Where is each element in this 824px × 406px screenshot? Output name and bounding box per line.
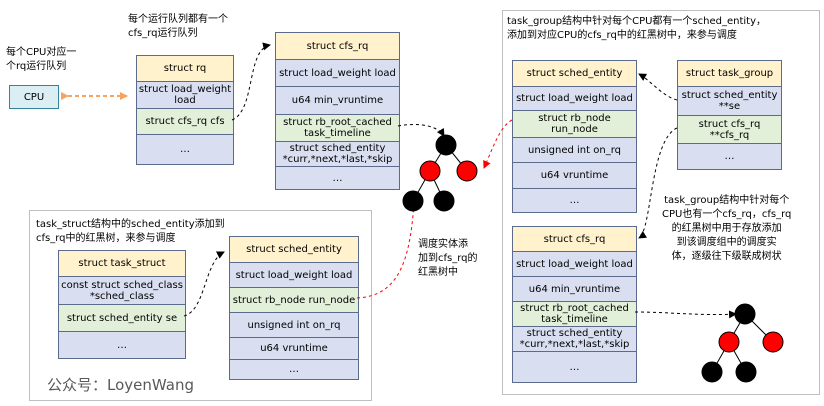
cfs-rq-right-field-curr: struct sched_entity *curr,*next,*last,*s… [513,326,636,351]
rb-tree-center [402,134,478,212]
cfs-rq-right-field-timeline: struct rb_root_cached task_timeline [513,301,636,326]
task-struct-field-sched-class: const struct sched_class *sched_class [59,276,185,304]
sched-entity-right-header: struct sched_entity [513,61,636,86]
sched-entity-left-header: struct sched_entity [230,237,358,262]
task-group-se-link [638,73,678,101]
cpu-rq-note: 每个CPU对应一 个rq运行队列 [6,47,77,72]
sched-entity-left-field-run-node: struct rb_node run_node [230,287,358,312]
sched-entity-right-field-load: struct load_weight load [513,86,636,110]
rb-node [735,361,757,383]
right-timeline-tree-link [634,310,737,319]
cfs-rq-right-field-min-vruntime: u64 min_vruntime [513,276,636,301]
struct-cfs-rq-top: struct cfs_rq struct load_weight load u6… [275,32,400,190]
task-struct-header: struct task_struct [59,251,185,276]
task-se-link [183,251,225,317]
rb-node [762,331,784,353]
cpu-box: CPU [9,85,59,109]
sched-entity-left-field-more: … [230,359,358,379]
sched-entity-add-note: 调度实体添 加到cfs_rq的 红黑树中 [418,239,478,278]
sched-entity-left-field-on-rq: unsigned int on_rq [230,312,358,337]
task-group-field-se: struct sched_entity **se [678,86,781,115]
rq-field-cfs: struct cfs_rq cfs [137,108,233,134]
right-run-node-tree-link [483,119,513,169]
task-group-se-note: task_group结构中针对每个CPU都有一个sched_entity， 添加… [507,16,766,41]
struct-sched-entity-right: struct sched_entity struct load_weight l… [512,60,637,213]
sched-entity-right-field-on-rq: unsigned int on_rq [513,137,636,162]
struct-sched-entity-left: struct sched_entity struct load_weight l… [229,236,359,380]
cfs-rq-top-field-min-vruntime: u64 min_vruntime [276,86,399,114]
struct-task-struct: struct task_struct const struct sched_cl… [58,250,186,359]
rb-node [433,190,455,212]
task-group-header: struct task_group [678,61,781,86]
struct-task-group: struct task_group struct sched_entity **… [677,60,782,170]
rb-node [456,160,478,182]
sched-entity-right-field-vruntime: u64 vruntime [513,162,636,188]
task-group-cfs-note: task_group结构中针对每个 CPU也有一个cfs_rq，cfs_rq 的… [662,195,792,262]
rb-tree-right [701,303,784,383]
rq-field-more: … [137,134,233,164]
cfs-rq-right-field-more: … [513,351,636,382]
task-struct-field-more: … [59,331,185,358]
rq-field-load: struct load_weight load [137,81,233,108]
rq-cfs-link [231,42,271,121]
task-struct-note: task_struct结构中的sched_entity添加到 cfs_rq中的红… [36,219,225,244]
rb-node [435,134,457,156]
cfs-rq-top-field-timeline: struct rb_root_cached task_timeline [276,114,399,141]
rb-node [718,331,740,353]
struct-rq: struct rq struct load_weight load struct… [136,55,234,165]
cfs-rq-top-field-curr: struct sched_entity *curr,*next,*last,*s… [276,141,399,166]
cfs-rq-top-field-more: … [276,166,399,189]
task-group-cfs-link [638,127,678,239]
rb-node [701,361,723,383]
task-struct-field-se: struct sched_entity se [59,304,185,331]
timeline-tree-link [397,123,445,137]
sched-entity-right-field-run-node: struct rb_node run_node [513,110,636,137]
task-group-field-cfs-rq: struct cfs_rq **cfs_rq [678,115,781,143]
sched-entity-left-field-load: struct load_weight load [230,262,358,287]
rq-cfs-note: 每个运行队列都有一个 cfs_rq运行队列 [128,14,228,39]
sched-entity-left-field-vruntime: u64 vruntime [230,337,358,359]
rb-node [402,190,424,212]
task-group-field-more: … [678,143,781,169]
rb-node [734,303,756,325]
sched-entity-right-field-more: … [513,188,636,212]
cfs-rq-top-field-load: struct load_weight load [276,59,399,86]
struct-cfs-rq-right: struct cfs_rq struct load_weight load u6… [512,226,637,383]
cfs-rq-top-header: struct cfs_rq [276,33,399,59]
footer-credit: 公众号：LoyenWang [47,376,194,394]
rq-header: struct rq [137,56,233,81]
run-node-tree-link [356,202,418,299]
rb-node [419,160,441,182]
cfs-rq-right-field-load: struct load_weight load [513,251,636,276]
cfs-rq-right-header: struct cfs_rq [513,227,636,251]
